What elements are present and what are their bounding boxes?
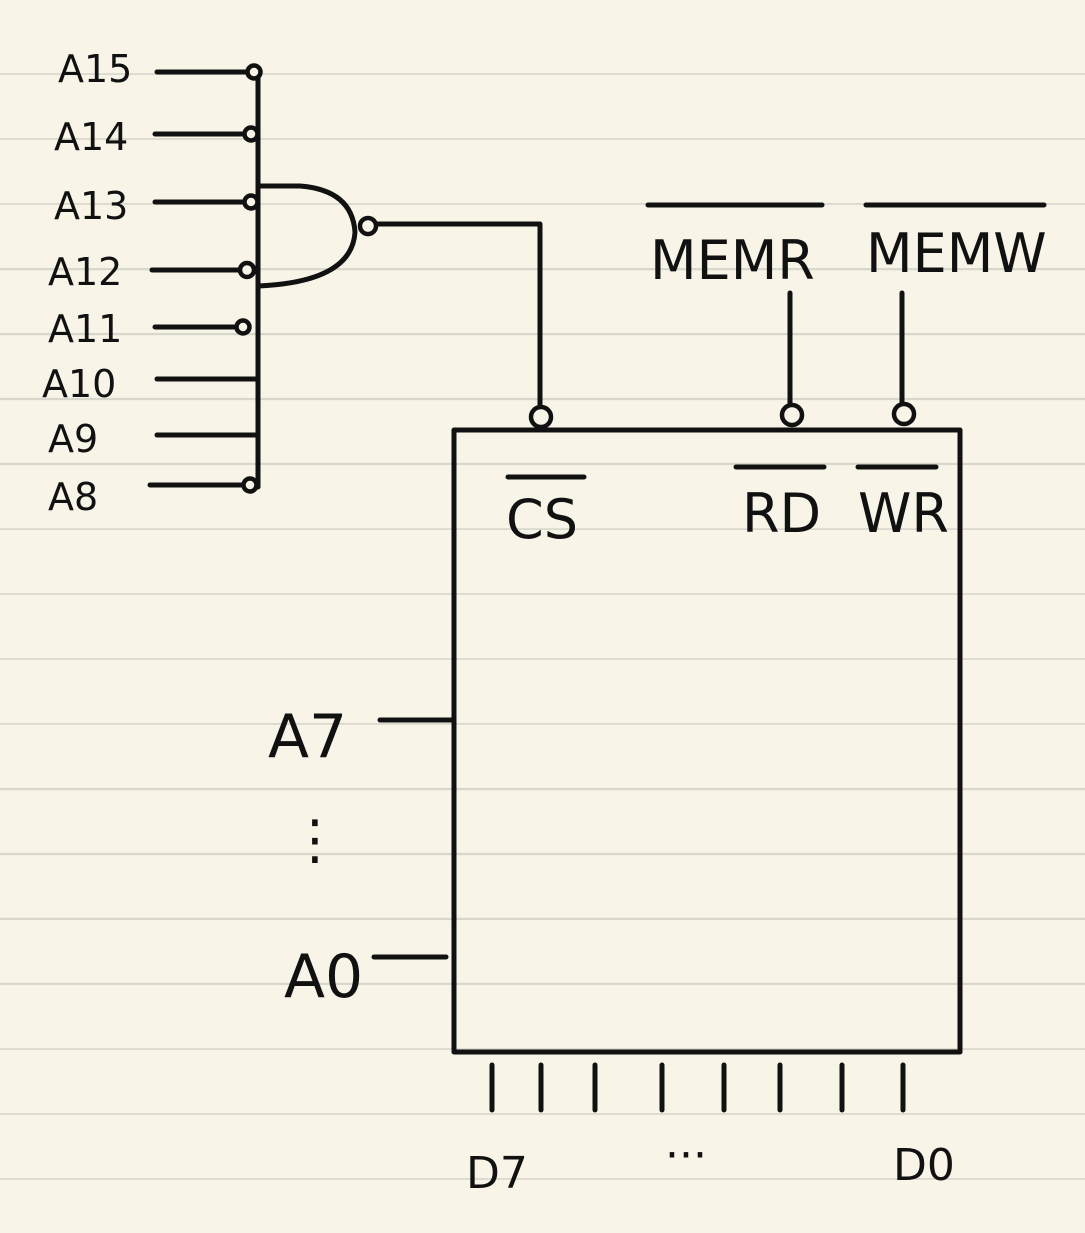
rd-label: RD xyxy=(742,482,821,545)
input-label-a8: A8 xyxy=(48,475,98,519)
nand-gate xyxy=(255,67,379,490)
data-bus-lines xyxy=(489,1062,906,1113)
wr-label: WR xyxy=(858,482,949,545)
address-label-a0: A0 xyxy=(284,942,363,1012)
input-label-a12: A12 xyxy=(48,250,122,294)
data-bus-ellipsis: ··· xyxy=(665,1130,707,1181)
nand-output-bubble xyxy=(357,215,379,237)
address-ellipsis: ⋮ xyxy=(288,808,342,871)
input-inversion-bubbles xyxy=(234,63,263,494)
input-label-a15: A15 xyxy=(58,47,132,91)
rd-input-bubble xyxy=(779,402,805,428)
wr-input-bubble xyxy=(891,401,917,427)
decoder-input-wires xyxy=(147,69,259,488)
wire-nand-to-cs xyxy=(374,221,543,409)
decoder-input-labels: A15 A14 A13 A12 A11 A10 A9 A8 xyxy=(42,47,132,519)
cs-label: CS xyxy=(506,488,578,551)
bubble-a12 xyxy=(237,260,257,280)
memw-label: MEMW xyxy=(866,222,1047,285)
memory-chip xyxy=(451,427,963,1055)
address-bus-inputs: A7 ⋮ A0 xyxy=(268,702,455,1012)
memr-label: MEMR xyxy=(650,229,815,292)
bubble-a8 xyxy=(241,476,259,494)
bubble-a11 xyxy=(234,318,252,336)
address-label-a7: A7 xyxy=(268,702,347,772)
bubble-a14 xyxy=(242,125,260,143)
data-label-d7: D7 xyxy=(466,1148,528,1199)
bubble-a15 xyxy=(245,63,263,81)
input-label-a11: A11 xyxy=(48,307,122,351)
input-label-a13: A13 xyxy=(54,184,128,228)
nand-gate-body xyxy=(255,183,358,289)
input-label-a14: A14 xyxy=(54,115,128,159)
cs-input-bubble xyxy=(528,404,554,430)
data-label-d0: D0 xyxy=(893,1140,955,1191)
input-label-a10: A10 xyxy=(42,362,116,406)
bubble-a13 xyxy=(242,193,260,211)
input-label-a9: A9 xyxy=(48,417,98,461)
